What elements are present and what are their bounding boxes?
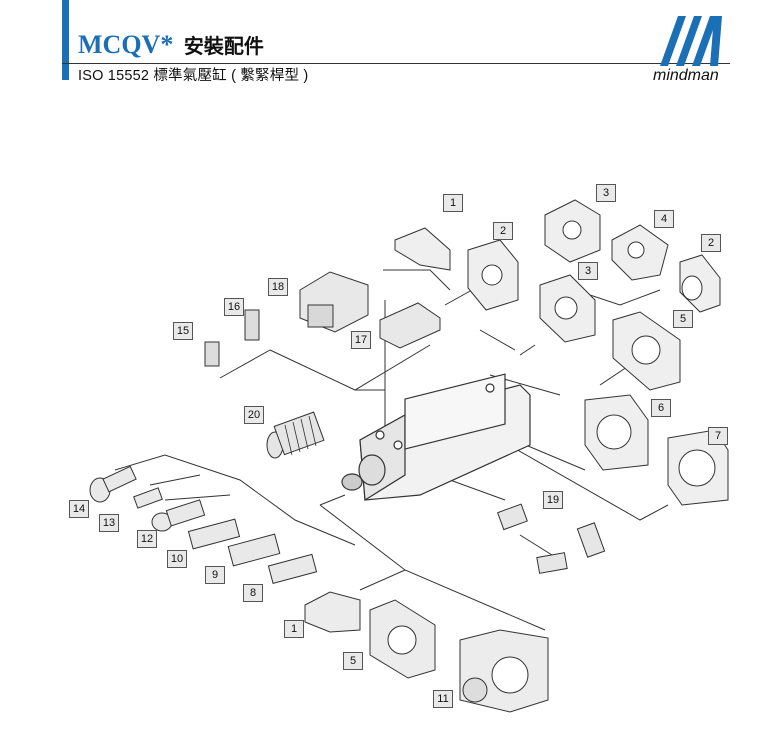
callout-label: 2 bbox=[701, 234, 721, 252]
callout-label: 14 bbox=[69, 500, 89, 518]
callout-label: 1 bbox=[284, 620, 304, 638]
callout-label: 19 bbox=[543, 491, 563, 509]
page-title: MCQV* 安裝配件 bbox=[78, 30, 264, 60]
callout-label: 16 bbox=[224, 298, 244, 316]
callout-label: 4 bbox=[654, 210, 674, 228]
callout-label: 5 bbox=[673, 310, 693, 328]
brand-name: mindman bbox=[653, 67, 719, 84]
callout-label: 11 bbox=[433, 690, 453, 708]
callout-label: 1 bbox=[443, 194, 463, 212]
callout-label: 15 bbox=[173, 322, 193, 340]
callout-label: 12 bbox=[137, 530, 157, 548]
callout-label: 13 bbox=[99, 514, 119, 532]
callout-label: 3 bbox=[596, 184, 616, 202]
header-rule bbox=[62, 63, 730, 64]
page-subtitle: ISO 15552 標準氣壓缸 ( 繫緊桿型 ) bbox=[78, 68, 309, 84]
mindman-logo-icon bbox=[660, 16, 722, 66]
header-accent-bar bbox=[62, 0, 69, 80]
callout-label: 8 bbox=[243, 584, 263, 602]
callout-label: 7 bbox=[708, 427, 728, 445]
callout-label: 17 bbox=[351, 331, 371, 349]
callout-label: 18 bbox=[268, 278, 288, 296]
callout-label: 9 bbox=[205, 566, 225, 584]
callout-label: 6 bbox=[651, 399, 671, 417]
title-sub: 安裝配件 bbox=[183, 36, 264, 58]
callout-label: 5 bbox=[343, 652, 363, 670]
callout-label: 2 bbox=[493, 222, 513, 240]
callout-label: 10 bbox=[167, 550, 187, 568]
callout-label: 3 bbox=[578, 262, 598, 280]
callout-label: 20 bbox=[244, 406, 264, 424]
title-main: MCQV* bbox=[78, 30, 174, 59]
